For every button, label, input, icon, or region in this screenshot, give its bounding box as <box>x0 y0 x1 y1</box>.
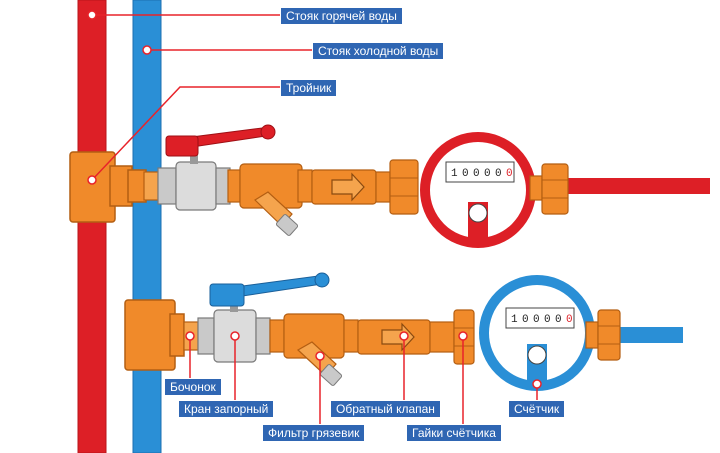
right-arrow-icon <box>381 322 415 352</box>
hot-water-riser <box>77 0 107 453</box>
hot-meter-counter: 1 0 0 0 0 0 <box>451 168 513 180</box>
leader-dot <box>230 331 240 341</box>
cold-strainer <box>269 313 359 386</box>
label-tee: Тройник <box>280 79 338 97</box>
hot-line-assembly <box>69 124 710 248</box>
hot-digit: 0 <box>506 168 513 180</box>
leader-dot <box>142 45 152 55</box>
cold-line-assembly <box>124 272 683 391</box>
label-shutoff-valve: Кран запорный <box>178 400 275 418</box>
hot-strainer <box>227 163 313 236</box>
label-nipple: Бочонок <box>164 378 222 396</box>
label-check-valve: Обратный клапан <box>330 400 441 418</box>
hot-meter-nut-right <box>529 163 569 215</box>
cold-digit: 1 <box>511 314 518 326</box>
lever-handle-icon <box>209 272 330 307</box>
cold-shutoff-valve <box>197 272 330 363</box>
hot-tee <box>69 151 147 223</box>
lever-handle-icon <box>165 124 276 157</box>
cold-digit: 0 <box>544 314 551 326</box>
leader-tee <box>91 86 280 181</box>
right-arrow-icon <box>331 172 365 202</box>
cold-meter-nut-right <box>585 309 621 361</box>
cold-digit: 0 <box>522 314 529 326</box>
leader-dot <box>87 10 97 20</box>
hot-meter-nut-left <box>375 159 419 215</box>
hot-shutoff-valve <box>157 124 276 211</box>
leader-dot <box>532 379 542 389</box>
cold-digit: 0 <box>533 314 540 326</box>
label-meter-nuts: Гайки счётчика <box>406 424 502 442</box>
cold-water-meter <box>479 275 595 391</box>
leader-dot <box>458 331 468 341</box>
hot-digit: 1 <box>451 168 458 180</box>
cold-digit: 0 <box>555 314 562 326</box>
label-hot-riser: Стояк горячей воды <box>280 7 403 25</box>
hot-water-meter <box>420 132 536 248</box>
cold-meter-counter: 1 0 0 0 0 0 <box>511 314 573 326</box>
leader-dot <box>399 331 409 341</box>
hot-digit: 0 <box>495 168 502 180</box>
label-strainer: Фильтр грязевик <box>262 424 366 442</box>
cold-outlet-pipe <box>615 327 683 343</box>
label-meter: Счётчик <box>508 400 566 418</box>
leader-dot <box>315 351 325 361</box>
leader-dot <box>87 175 97 185</box>
hot-nipple <box>143 171 159 201</box>
leader-dot <box>185 331 195 341</box>
hot-digit: 0 <box>473 168 480 180</box>
hot-digit: 0 <box>484 168 491 180</box>
leader-lines <box>87 10 542 424</box>
hot-digit: 0 <box>462 168 469 180</box>
label-cold-riser: Стояк холодной воды <box>312 42 445 60</box>
cold-digit: 0 <box>566 314 573 326</box>
cold-tee <box>124 299 185 371</box>
hot-outlet-pipe <box>560 178 710 194</box>
hot-check-valve <box>311 169 377 205</box>
cold-water-riser <box>132 0 162 453</box>
cold-check-valve <box>357 319 431 355</box>
